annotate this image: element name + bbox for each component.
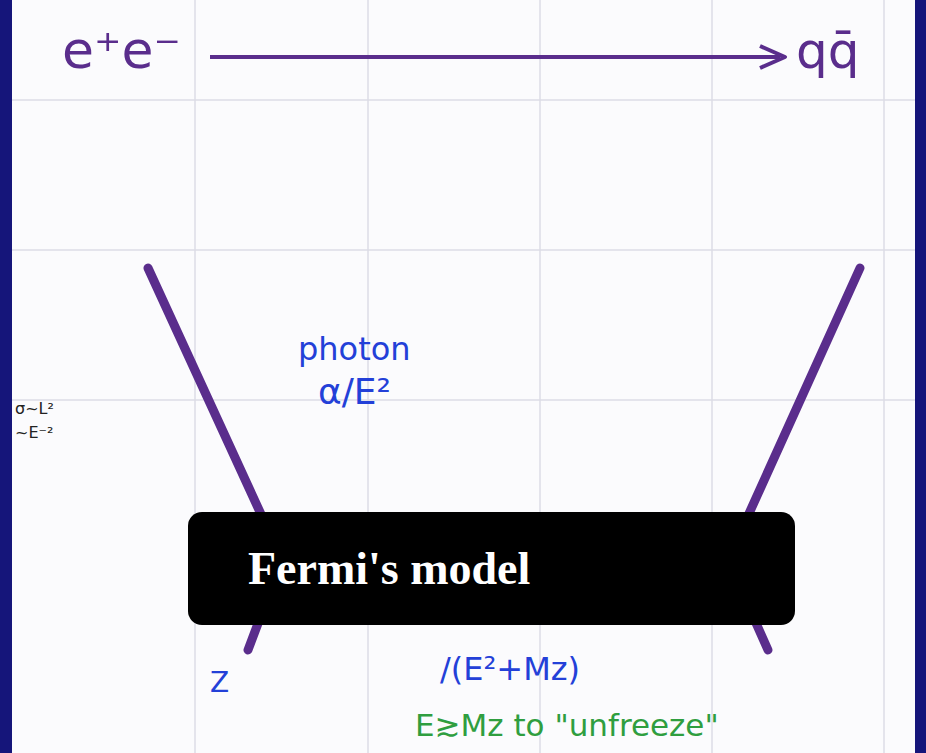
reaction-arrow [210, 46, 785, 68]
propagator-label: photon [298, 332, 411, 367]
grid-lines [12, 0, 915, 753]
slide-border [915, 0, 926, 753]
particle-label: qq̄ [796, 24, 859, 79]
formula: /(E²+Mz) [440, 652, 580, 687]
fermion-lines [148, 268, 860, 650]
slide-border [0, 0, 12, 753]
propagator-label: Z [210, 668, 229, 699]
title-banner: Fermi's model [188, 512, 795, 625]
formula: α/E² [318, 372, 391, 412]
particle-label: e⁺e⁻ [62, 22, 181, 79]
note: σ~L² [15, 400, 54, 418]
banner-text: Fermi's model [248, 542, 530, 595]
note: E≳Mz to "unfreeze" [415, 708, 719, 742]
note: ~E⁻² [15, 424, 53, 442]
